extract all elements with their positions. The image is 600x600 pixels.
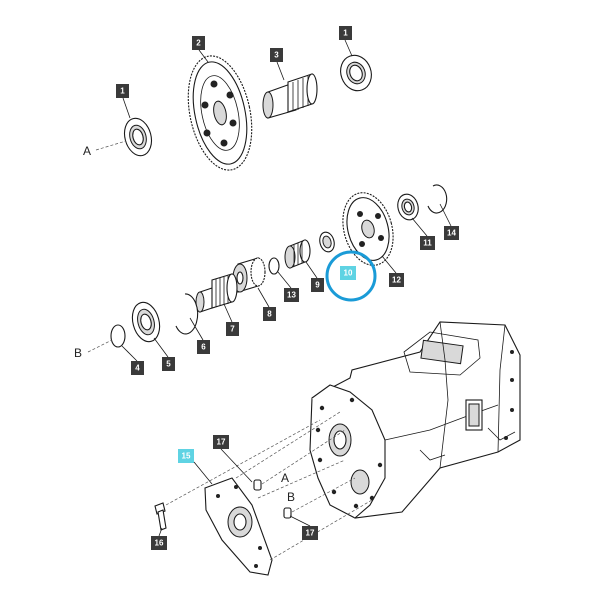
svg-text:1: 1 (343, 29, 348, 38)
callout-17-top[interactable]: 17 (213, 435, 229, 449)
reference-letter-b-mid: B (74, 346, 82, 360)
callout-6[interactable]: 6 (197, 340, 210, 354)
reference-letter-a-bottom: A (281, 471, 289, 485)
reference-letter-a-top: A (83, 144, 91, 158)
gear-part-12[interactable] (335, 187, 401, 271)
svg-text:8: 8 (267, 310, 272, 319)
svg-text:2: 2 (196, 39, 201, 48)
gear-shaft-part-7[interactable] (195, 273, 238, 313)
svg-text:15: 15 (182, 452, 191, 461)
callout-8[interactable]: 8 (263, 307, 276, 321)
svg-text:14: 14 (447, 229, 456, 238)
callout-10[interactable]: 10 (340, 266, 356, 280)
svg-text:17: 17 (306, 529, 315, 538)
dowel-pin-part-17-bottom[interactable] (283, 507, 292, 519)
seal-part-1-left[interactable] (121, 115, 156, 158)
dowel-pin-part-17-top[interactable] (253, 479, 262, 491)
svg-text:10: 10 (344, 269, 353, 278)
callout-3[interactable]: 3 (270, 48, 283, 62)
svg-text:9: 9 (315, 281, 320, 290)
bearing-part-5[interactable] (128, 299, 163, 344)
gear-part-2[interactable] (179, 50, 262, 176)
callout-16[interactable]: 16 (151, 536, 167, 550)
svg-text:17: 17 (217, 438, 226, 447)
selection-ring (325, 250, 377, 302)
callout-2[interactable]: 2 (192, 36, 205, 50)
washer-part-10[interactable] (318, 231, 337, 254)
shaft-part-3[interactable] (262, 73, 318, 119)
bearing-part-11[interactable] (395, 192, 421, 222)
svg-text:4: 4 (135, 364, 140, 373)
callout-leader-lines (121, 39, 452, 537)
callout-4[interactable]: 4 (131, 361, 144, 375)
callout-9[interactable]: 9 (311, 278, 324, 292)
callout-1-top[interactable]: 1 (339, 26, 352, 40)
snap-ring-part-14[interactable] (427, 184, 448, 214)
leader-b-mid (87, 339, 113, 353)
assembly-guide-lines (165, 411, 373, 561)
transmission-housing[interactable] (309, 321, 521, 519)
seal-ring-part-4[interactable] (110, 324, 126, 348)
callout-14[interactable]: 14 (444, 226, 459, 240)
svg-text:13: 13 (287, 291, 296, 300)
snap-ring-part-6[interactable] (175, 293, 199, 335)
callout-15[interactable]: 15 (178, 449, 194, 463)
callout-5[interactable]: 5 (162, 357, 175, 371)
callout-7[interactable]: 7 (226, 322, 239, 336)
callout-12[interactable]: 12 (389, 273, 404, 287)
leader-a-top (95, 140, 127, 151)
svg-text:3: 3 (274, 51, 279, 60)
reference-letter-b-bottom: B (287, 490, 295, 504)
svg-text:7: 7 (230, 325, 235, 334)
needle-bearing-part-9[interactable] (284, 239, 311, 269)
callout-13[interactable]: 13 (284, 288, 299, 302)
svg-text:16: 16 (155, 539, 164, 548)
bolt-part-16[interactable] (154, 502, 167, 531)
snap-ring-part-13[interactable] (268, 257, 280, 275)
svg-text:12: 12 (392, 276, 401, 285)
svg-text:5: 5 (166, 360, 171, 369)
callout-11[interactable]: 11 (420, 236, 435, 250)
svg-text:1: 1 (120, 87, 125, 96)
gear-sleeve-part-8[interactable] (232, 257, 266, 293)
svg-text:11: 11 (423, 239, 432, 248)
svg-text:6: 6 (201, 343, 206, 352)
seal-part-1-top[interactable] (336, 51, 377, 95)
callout-1-left[interactable]: 1 (116, 84, 129, 98)
callout-17-bottom[interactable]: 17 (302, 526, 318, 540)
cover-plate-part-15[interactable] (204, 477, 273, 576)
